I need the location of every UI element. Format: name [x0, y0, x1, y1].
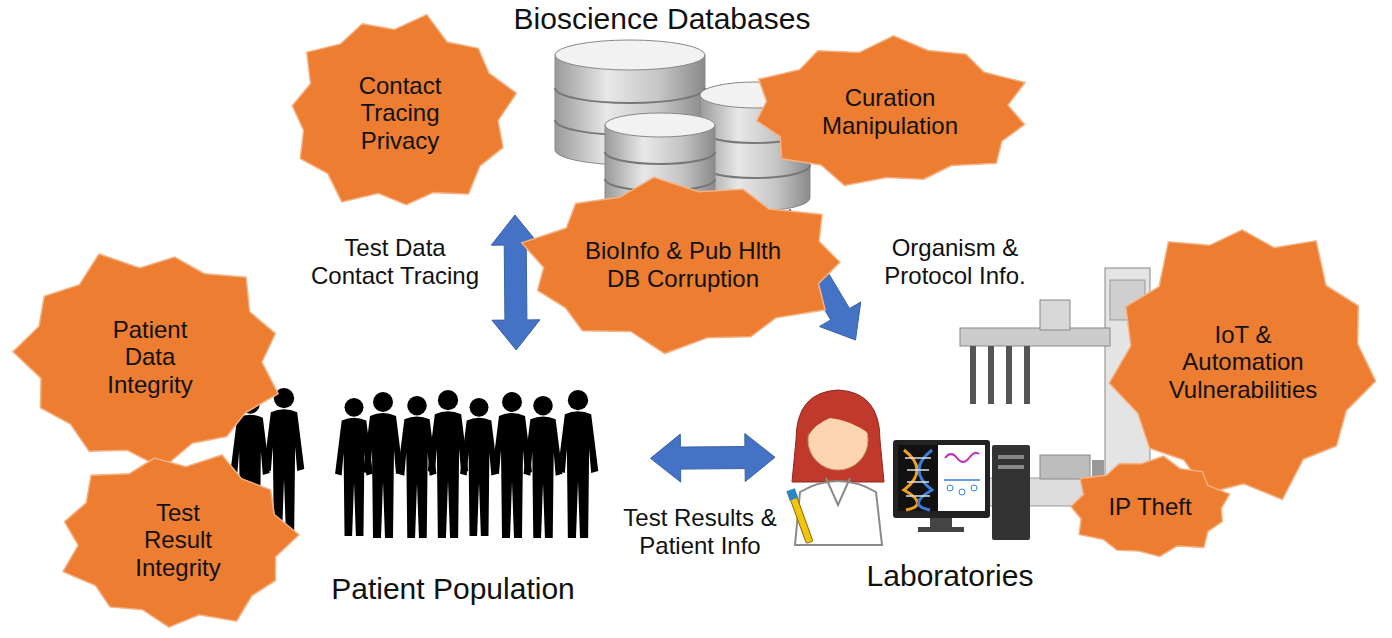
node-text: Contact Tracing Privacy — [340, 72, 460, 155]
block-arrow — [651, 434, 776, 483]
node-text-group: IP Theft — [1108, 493, 1191, 521]
group-heading-box: Patient Population — [256, 350, 651, 608]
computer-icon — [893, 440, 1030, 540]
starburst-shape — [757, 35, 1025, 185]
scientist-icon — [786, 390, 884, 545]
node-text-group: Patient Population — [331, 572, 575, 607]
threat-starburst: Curation Manipulation — [741, 35, 1038, 190]
starburst-shape — [292, 14, 516, 204]
threat-starburst: Contact Tracing Privacy — [280, 11, 520, 216]
edge-label: Test Data Contact Tracing — [305, 234, 486, 289]
node-text-group: Bioscience Databases — [514, 2, 811, 37]
people-silhouettes — [230, 388, 598, 538]
threat-starburst: Test Result Integrity — [53, 448, 303, 633]
starburst-shape — [1109, 230, 1375, 500]
node-text: IP Theft — [1108, 493, 1191, 521]
block-arrow — [491, 215, 540, 350]
edge-label: Test Results & Patient Info — [605, 504, 795, 559]
node-text-group: Patient Data Integrity — [98, 316, 203, 399]
node-text-group: BioInfo & Pub Hlth DB Corruption — [577, 237, 789, 292]
node-text: Patient Population — [331, 572, 575, 607]
node-text: Laboratories — [867, 559, 1034, 594]
node-text-group: Test Result Integrity — [128, 499, 228, 582]
starburst-shape — [13, 253, 278, 467]
starburst-shape — [521, 177, 839, 353]
starburst-shape — [63, 454, 299, 626]
node-text: BioInfo & Pub Hlth DB Corruption — [577, 237, 789, 292]
node-text: Patient Data Integrity — [98, 316, 203, 399]
threat-starburst: Patient Data Integrity — [10, 245, 290, 470]
starburst-shape — [1071, 456, 1230, 556]
node-text-group: IoT & Automation Vulnerabilities — [1161, 321, 1326, 404]
node-text: Test Result Integrity — [128, 499, 228, 582]
node-text: Bioscience Databases — [514, 2, 811, 37]
group-heading-box: Laboratories — [775, 340, 1125, 595]
threat-starburst: IP Theft — [1065, 455, 1235, 560]
threat-starburst: BioInfo & Pub Hlth DB Corruption — [513, 175, 854, 355]
node-text: IoT & Automation Vulnerabilities — [1161, 321, 1326, 404]
node-text-group: Laboratories — [867, 559, 1034, 594]
node-text-group: Curation Manipulation — [805, 84, 975, 139]
edge-label: Organism & Protocol Info. — [868, 234, 1043, 289]
node-text-group: Contact Tracing Privacy — [340, 72, 460, 155]
node-text: Curation Manipulation — [805, 84, 975, 139]
